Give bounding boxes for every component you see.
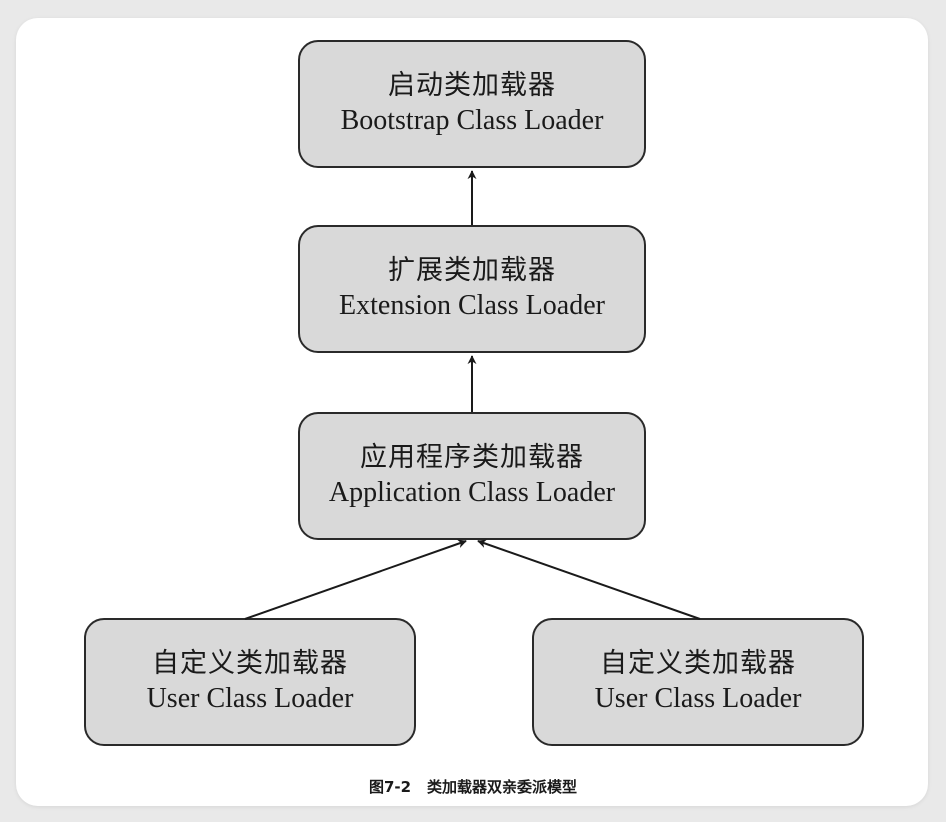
- bootstrap-class-loader-box: 启动类加载器 Bootstrap Class Loader: [298, 40, 646, 168]
- figure-caption-text: 类加载器双亲委派模型: [427, 778, 578, 796]
- extension-label-en: Extension Class Loader: [339, 290, 605, 321]
- extension-class-loader-box: 扩展类加载器 Extension Class Loader: [298, 225, 646, 353]
- application-label-zh: 应用程序类加载器: [360, 442, 584, 473]
- figure-number: 图7-2: [368, 778, 412, 796]
- user-left-label-zh: 自定义类加载器: [152, 648, 348, 679]
- bootstrap-label-zh: 启动类加载器: [388, 70, 556, 101]
- extension-label-zh: 扩展类加载器: [388, 255, 556, 286]
- user-right-label-en: User Class Loader: [594, 683, 802, 714]
- bootstrap-label-en: Bootstrap Class Loader: [340, 105, 604, 136]
- user-class-loader-box-left: 自定义类加载器 User Class Loader: [84, 618, 416, 746]
- user-right-label-zh: 自定义类加载器: [600, 648, 796, 679]
- figure-caption: 图7-2 类加载器双亲委派模型: [0, 776, 946, 797]
- user-left-label-en: User Class Loader: [146, 683, 354, 714]
- user-class-loader-box-right: 自定义类加载器 User Class Loader: [532, 618, 864, 746]
- application-label-en: Application Class Loader: [328, 477, 616, 508]
- application-class-loader-box: 应用程序类加载器 Application Class Loader: [298, 412, 646, 540]
